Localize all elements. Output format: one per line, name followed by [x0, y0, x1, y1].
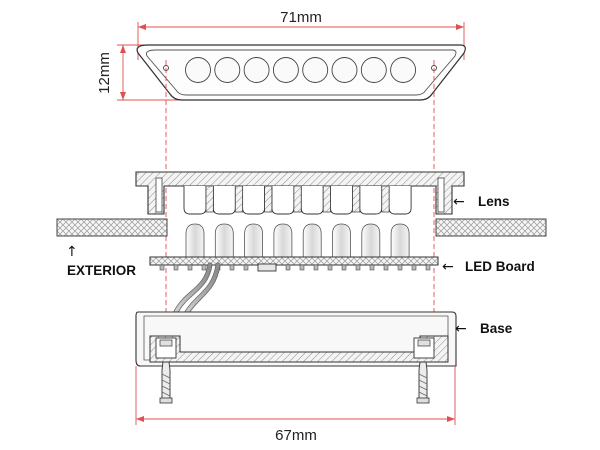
- top-led-6: [331, 57, 358, 83]
- exterior-panel: [56, 218, 547, 237]
- board-led-3: [244, 223, 263, 258]
- lens-wall-3: [264, 185, 273, 213]
- led-board: [149, 223, 439, 317]
- board-pin-1: [159, 264, 165, 271]
- part-labels: ← Lens ← LED Board ← Base ↑ EXTERIOR: [66, 194, 535, 337]
- board-led-7: [361, 223, 381, 258]
- screw-left-icon: [159, 361, 173, 404]
- lens-wall-2: [234, 185, 243, 213]
- lens-top-inner-outline: [145, 49, 457, 96]
- wire-2-core: [184, 263, 220, 316]
- panel-right-section: [435, 218, 547, 237]
- top-led-7: [360, 57, 387, 83]
- screw-head-left: [159, 339, 173, 347]
- base-label: Base: [480, 321, 513, 336]
- bottom-width-label: 67mm: [275, 427, 317, 444]
- led-board-arrow-icon: ←: [442, 259, 454, 275]
- bottom-dimension: 67mm: [135, 366, 456, 444]
- lens-cell-8: [388, 186, 412, 215]
- board-pin-6: [229, 264, 235, 271]
- board-led-1: [185, 223, 205, 258]
- top-led-8: [390, 57, 417, 83]
- lens-slot-right: [437, 177, 445, 213]
- lens-wall-6: [352, 185, 361, 213]
- top-width-label: 71mm: [280, 9, 322, 26]
- board-led-4: [273, 223, 293, 258]
- board-led-6: [332, 223, 351, 258]
- board-pin-17: [383, 264, 389, 271]
- board-pin-7: [243, 264, 249, 271]
- lens-top-outline: [136, 44, 466, 101]
- board-pin-4: [201, 264, 207, 271]
- wire-1-core: [174, 263, 212, 314]
- lens-wall-5: [322, 185, 331, 213]
- screw-head-right: [417, 339, 431, 347]
- board-component: [257, 263, 277, 272]
- board-pin-2: [173, 264, 179, 271]
- base-section: [135, 311, 457, 367]
- board-pin-18: [397, 264, 403, 271]
- lens-flange: [135, 171, 465, 215]
- lens-cell-7: [359, 186, 383, 215]
- lens-wall-7: [381, 185, 390, 213]
- lens-cell-3: [242, 186, 266, 215]
- lens-cell-5: [300, 186, 324, 215]
- lens-slot-left: [155, 177, 163, 213]
- top-led-row: [185, 57, 417, 83]
- lens-wall-1: [205, 185, 214, 213]
- top-led-2: [214, 57, 241, 83]
- lens-section: [135, 171, 465, 215]
- board-pin-10: [285, 264, 291, 271]
- board-pin-20: [425, 264, 431, 271]
- lens-wall-4: [293, 185, 302, 213]
- board-pin-12: [313, 264, 319, 271]
- top-led-4: [272, 57, 299, 83]
- lens-cell-6: [330, 186, 353, 215]
- board-pin-19: [411, 264, 417, 271]
- base-floor: [149, 335, 449, 363]
- lens-cell-2: [212, 186, 236, 215]
- panel-left-section: [56, 218, 168, 237]
- lens-arrow-icon: ←: [453, 194, 465, 210]
- board-pin-16: [369, 264, 375, 271]
- board-led-row: [185, 223, 410, 258]
- exterior-arrow-icon: ↑: [66, 244, 78, 260]
- lens-cells: [183, 185, 412, 215]
- board-pin-14: [341, 264, 347, 271]
- board-pin-11: [299, 264, 305, 271]
- screw-right-icon: [416, 361, 430, 404]
- board-pin-3: [187, 264, 193, 271]
- top-led-5: [302, 57, 329, 83]
- lens-cell-4: [271, 186, 295, 215]
- lens-cell-1: [183, 186, 207, 215]
- led-board-label: LED Board: [465, 259, 535, 274]
- exterior-label: EXTERIOR: [67, 263, 136, 278]
- board-pins: [159, 264, 431, 271]
- height-label: 12mm: [96, 52, 113, 94]
- top-led-1: [185, 57, 211, 83]
- board-led-5: [302, 223, 322, 258]
- board-pin-13: [327, 264, 333, 271]
- lens-label: Lens: [478, 194, 510, 209]
- screws: [159, 361, 430, 404]
- base-arrow-icon: ←: [455, 321, 467, 337]
- top-view: 71mm 12mm: [96, 9, 466, 345]
- led-board-pcb: [149, 256, 439, 266]
- board-led-8: [390, 223, 410, 258]
- board-led-2: [214, 223, 234, 258]
- board-pin-15: [355, 264, 361, 271]
- top-led-3: [243, 57, 270, 83]
